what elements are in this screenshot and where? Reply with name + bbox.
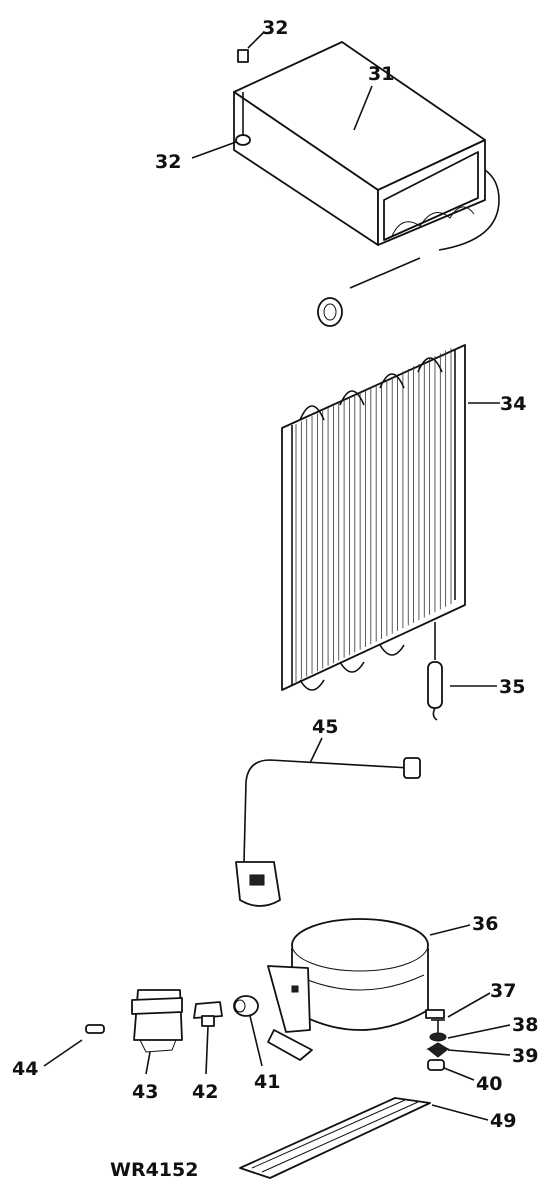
part-42-overload — [193, 1001, 223, 1027]
callout-39: 39 — [512, 1045, 538, 1067]
callout-31: 31 — [368, 63, 394, 85]
part-40-spacer — [427, 1059, 445, 1071]
callout-44: 44 — [12, 1058, 38, 1080]
callout-34: 34 — [500, 393, 526, 415]
part-39-grommet — [426, 1042, 450, 1058]
callout-38: 38 — [512, 1014, 538, 1036]
callout-36: 36 — [472, 913, 498, 935]
part-44-pin — [85, 1024, 105, 1034]
part-41-terminal-cover — [233, 995, 259, 1017]
callout-49: 49 — [490, 1110, 516, 1132]
part-43-relay — [131, 989, 183, 1053]
part-45-power-cord — [235, 757, 421, 907]
callout-40: 40 — [476, 1073, 502, 1095]
reference-code: WR4152 — [110, 1159, 198, 1181]
part-38-washer — [429, 1032, 447, 1042]
callout-42: 42 — [192, 1081, 218, 1103]
callout-32-top: 32 — [262, 17, 288, 39]
part-31-drain-pan — [233, 41, 500, 327]
leader-lines — [43, 31, 511, 1121]
part-35-drier — [427, 622, 443, 721]
callout-labels: 32 31 32 34 35 45 36 37 38 39 40 49 44 4… — [12, 17, 538, 1132]
callout-37: 37 — [490, 980, 516, 1002]
callout-45: 45 — [312, 716, 338, 738]
part-34-condenser — [281, 344, 466, 691]
callout-35: 35 — [499, 676, 525, 698]
callout-32-side: 32 — [155, 151, 181, 173]
callout-43: 43 — [132, 1081, 158, 1103]
part-36-compressor — [267, 918, 445, 1061]
part-49-base-rail — [239, 1097, 431, 1179]
part-37-screw — [431, 1019, 445, 1034]
callout-41: 41 — [254, 1071, 280, 1093]
